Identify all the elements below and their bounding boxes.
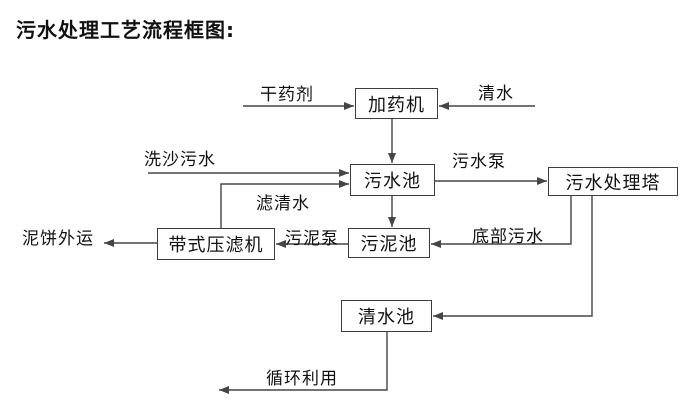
- arrow-recycle-use: [219, 332, 388, 394]
- node-belt-filter-press: 带式压滤机: [157, 228, 275, 260]
- arrow-filtered-water: [220, 180, 349, 228]
- node-treatment-tower: 污水处理塔: [548, 167, 678, 196]
- label-sludge-pump: 污泥泵: [285, 229, 339, 249]
- label-mud-cake-out: 泥饼外运: [22, 229, 94, 249]
- node-clean-water-pool: 清水池: [341, 300, 432, 332]
- label-bottom-sewage: 底部污水: [472, 227, 544, 247]
- label-dry-chemical: 干药剂: [260, 85, 314, 105]
- arrow-tower-to-clean-pool: [433, 196, 593, 320]
- arrow-bottom-sewage: [431, 196, 572, 248]
- label-sewage-pump: 污水泵: [452, 152, 506, 172]
- label-filtered-water: 滤清水: [256, 194, 310, 214]
- node-dosing-machine: 加药机: [355, 88, 438, 119]
- label-sand-wash-sewage: 洗沙污水: [144, 150, 216, 170]
- label-recycle-use: 循环利用: [266, 369, 338, 389]
- node-sewage-pool: 污水池: [350, 164, 435, 196]
- label-clean-water: 清水: [478, 84, 514, 104]
- diagram-title: 污水处理工艺流程框图:: [16, 18, 235, 42]
- node-sludge-pool: 污泥池: [348, 228, 430, 258]
